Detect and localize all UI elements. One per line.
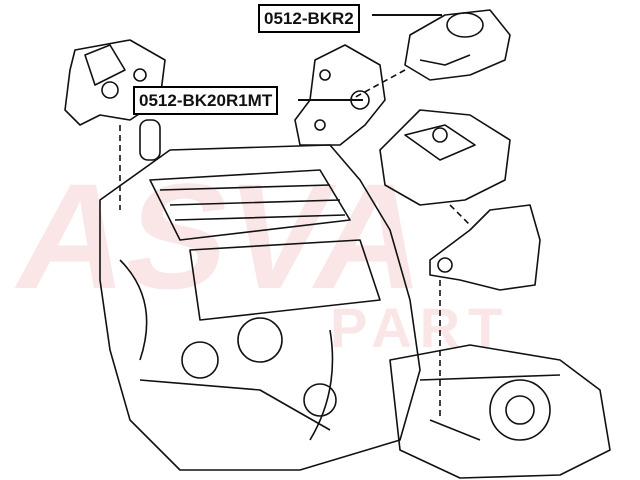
- transmission: [389, 344, 611, 479]
- bracket-bk20r1mt: [294, 44, 386, 146]
- center-mount: [379, 109, 511, 226]
- right-lower-mount: [429, 204, 541, 420]
- left-engine-mount: [64, 39, 166, 210]
- transmission-mount-bkr2: [349, 9, 511, 101]
- part-label-bk20r1mt[interactable]: 0512-BK20R1MT: [133, 86, 279, 115]
- part-label-bkr2[interactable]: 0512-BKR2: [258, 4, 360, 33]
- engine-block: [99, 119, 421, 471]
